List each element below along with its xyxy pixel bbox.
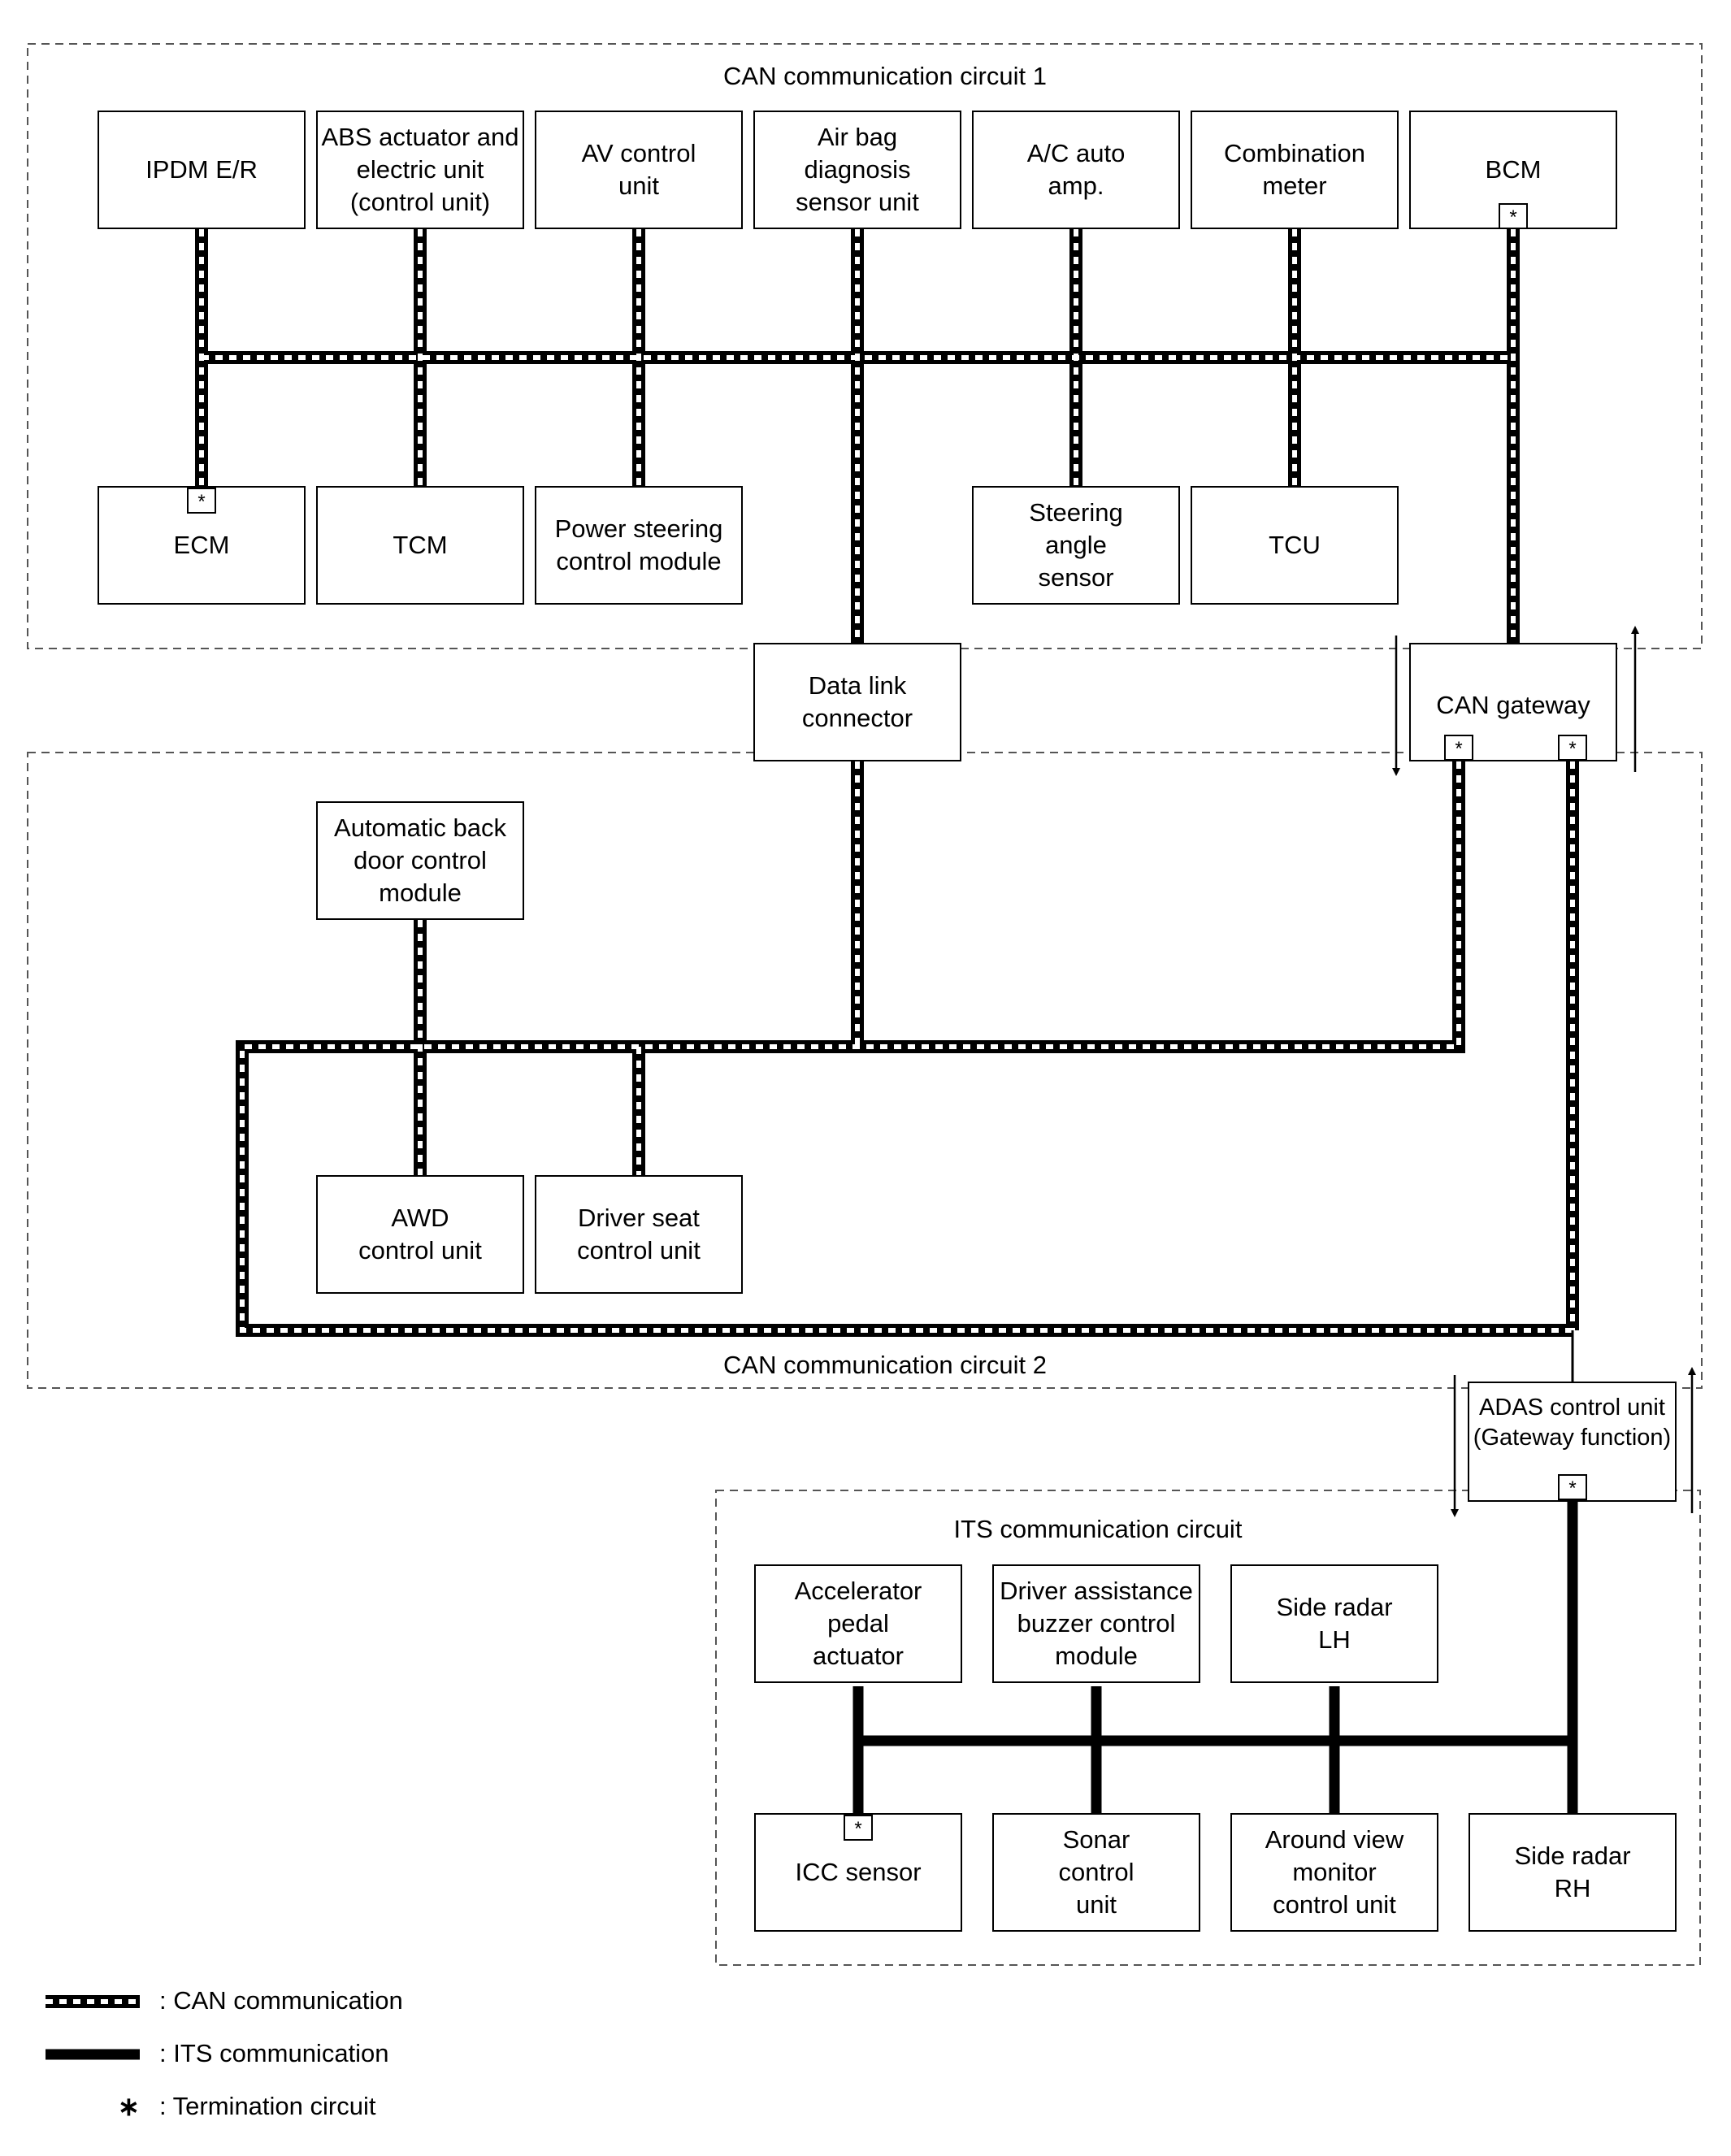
tcu-unit: TCU xyxy=(1191,486,1399,605)
tcm-unit: TCM xyxy=(316,486,524,605)
side-radar-lh-unit: Side radar LH xyxy=(1230,1564,1438,1683)
icc-termination-marker: * xyxy=(844,1815,873,1841)
ac-auto-amp-unit: A/C auto amp. xyxy=(972,111,1180,229)
adas-control-unit: ADAS control unit (Gateway function) xyxy=(1468,1382,1677,1502)
its-region-title: ITS communication circuit xyxy=(953,1515,1243,1543)
side-radar-rh-unit: Side radar RH xyxy=(1469,1813,1677,1932)
legend-termination-symbol: ∗ xyxy=(118,2092,140,2121)
can2-region-frame xyxy=(27,752,1703,1389)
awd-control-unit: AWD control unit xyxy=(316,1175,524,1294)
driver-seat-control-unit: Driver seat control unit xyxy=(535,1175,743,1294)
av-control-unit: AV control unit xyxy=(535,111,743,229)
gateway-termination-marker-right: * xyxy=(1558,735,1587,761)
steering-angle-sensor-unit: Steering angle sensor xyxy=(972,486,1180,605)
its-communication-lines xyxy=(852,1502,1578,1814)
gateway-direction-arrows xyxy=(1392,626,1696,1517)
abs-actuator-unit: ABS actuator and electric unit (control … xyxy=(316,111,524,229)
legend-its-label: : ITS communication xyxy=(159,2039,389,2067)
gateway-termination-marker-left: * xyxy=(1444,735,1473,761)
power-steering-control-module: Power steering control module xyxy=(535,486,743,605)
can-communication-lines xyxy=(195,229,1579,1337)
around-view-monitor-control-unit: Around view monitor control unit xyxy=(1230,1813,1438,1932)
its-region-frame xyxy=(715,1490,1701,1966)
ipdm-er-unit: IPDM E/R xyxy=(98,111,306,229)
combination-meter-unit: Combination meter xyxy=(1191,111,1399,229)
sonar-control-unit: Sonar control unit xyxy=(992,1813,1200,1932)
can2-region-title: CAN communication circuit 2 xyxy=(723,1351,1047,1379)
can-gateway-unit: CAN gateway xyxy=(1409,643,1617,761)
legend-can-label: : CAN communication xyxy=(159,1986,403,2015)
bcm-termination-marker: * xyxy=(1499,203,1528,229)
can1-region-title: CAN communication circuit 1 xyxy=(723,62,1047,90)
legend-termination-label: : Termination circuit xyxy=(159,2092,376,2120)
ecm-termination-marker: * xyxy=(187,488,216,514)
automatic-back-door-control-module: Automatic back door control module xyxy=(316,801,524,920)
accelerator-pedal-actuator-unit: Accelerator pedal actuator xyxy=(754,1564,962,1683)
driver-assistance-buzzer-control-module: Driver assistance buzzer control module xyxy=(992,1564,1200,1683)
adas-termination-marker: * xyxy=(1558,1474,1587,1500)
airbag-diagnosis-sensor-unit: Air bag diagnosis sensor unit xyxy=(753,111,961,229)
data-link-connector: Data link connector xyxy=(753,643,961,761)
